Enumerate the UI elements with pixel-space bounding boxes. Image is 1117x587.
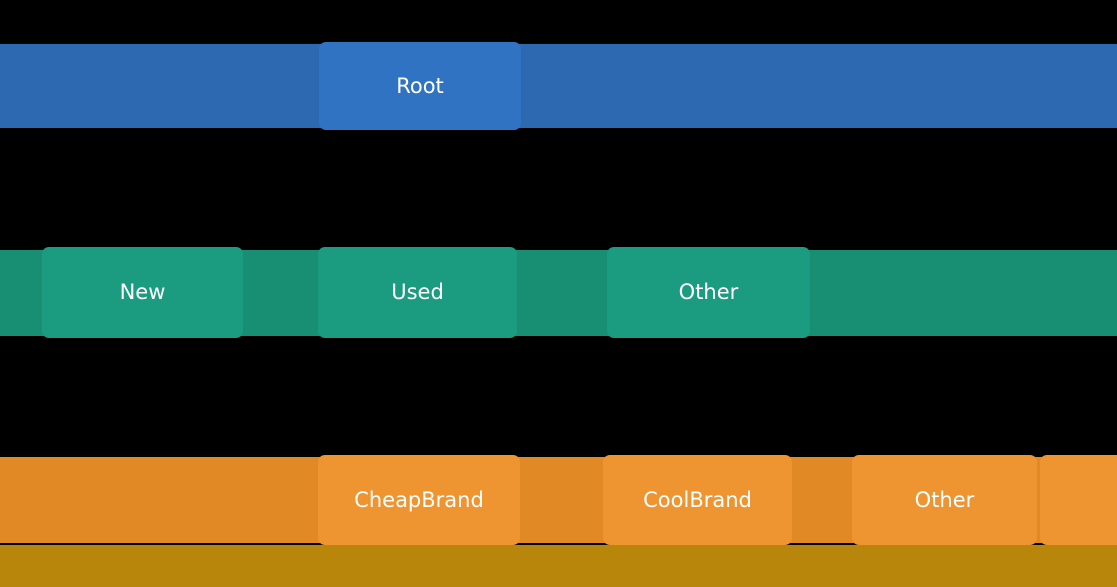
node-coolbrand[interactable]: CoolBrand <box>603 455 792 545</box>
node-unlabeled-clipped[interactable] <box>1040 455 1117 545</box>
node-other[interactable]: Other <box>607 247 810 338</box>
node-label: New <box>119 280 166 304</box>
node-label: Other <box>678 280 739 304</box>
level-4-bar-partial <box>0 545 1117 587</box>
node-new[interactable]: New <box>42 247 243 338</box>
node-used[interactable]: Used <box>318 247 517 338</box>
node-label: Root <box>396 73 444 98</box>
node-other[interactable]: Other <box>852 455 1037 545</box>
node-label: CoolBrand <box>643 487 752 512</box>
node-cheapbrand[interactable]: CheapBrand <box>318 455 520 545</box>
node-root[interactable]: Root <box>319 42 521 130</box>
node-label: CheapBrand <box>354 487 484 512</box>
node-label: Used <box>391 280 444 304</box>
node-label: Other <box>914 487 975 512</box>
level-1-bar <box>0 44 1117 128</box>
